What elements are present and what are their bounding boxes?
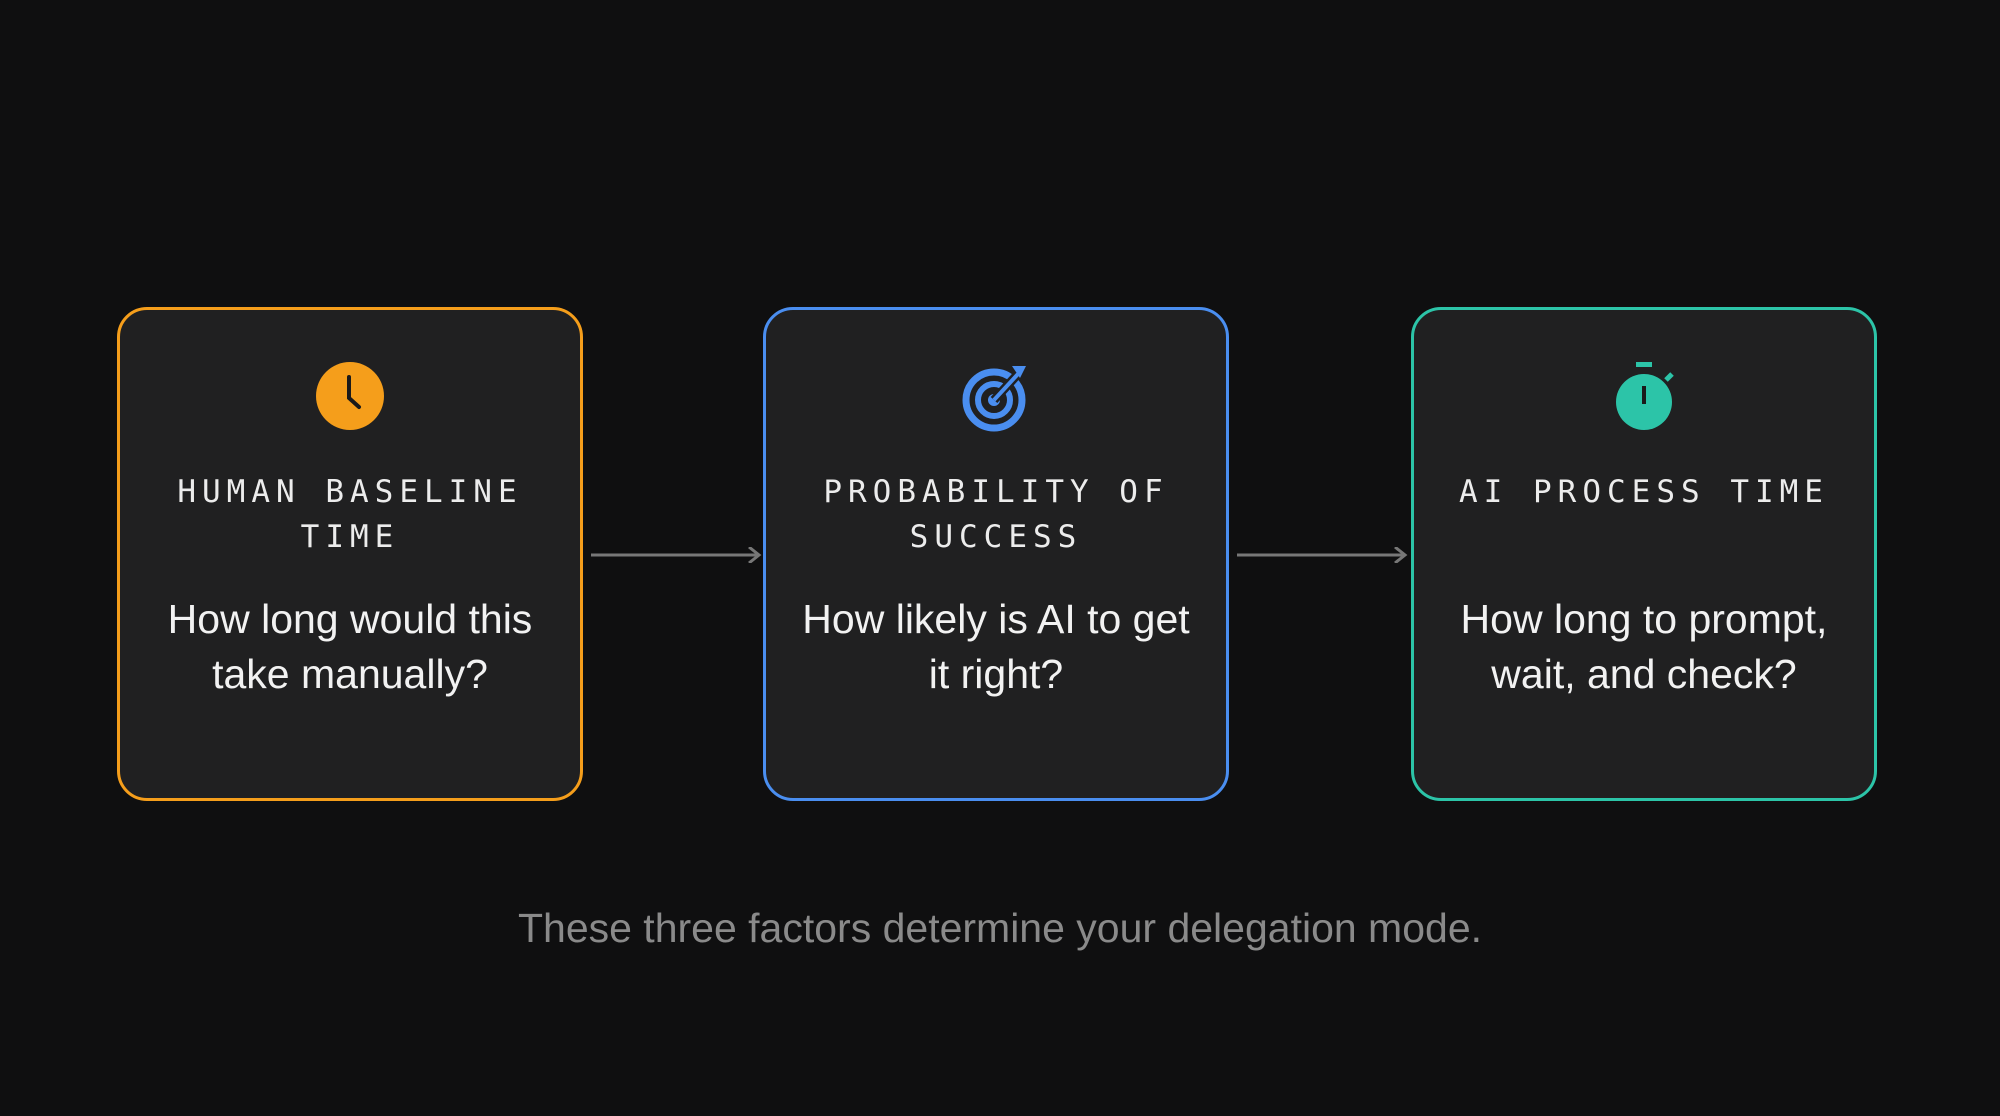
card-title: AI PROCESS TIME	[1459, 474, 1829, 510]
target-icon	[962, 366, 1026, 432]
arrow-right-icon	[591, 547, 762, 563]
footer-caption: These three factors determine your deleg…	[517, 905, 1483, 951]
card-question: How likely is AI to get it right?	[802, 596, 1190, 697]
card-title: PROBABILITY OF SUCCESS	[823, 474, 1169, 555]
card-human-baseline-time: HUMAN BASELINE TIME How long would this …	[117, 307, 583, 801]
card-probability-of-success: PROBABILITY OF SUCCESS How likely is AI …	[763, 307, 1229, 801]
card-question: How long to prompt, wait, and check?	[1460, 596, 1828, 697]
arrow-right-icon	[1237, 547, 1408, 563]
card-ai-process-time: AI PROCESS TIME How long to prompt, wait…	[1411, 307, 1877, 801]
card-question: How long would this take manually?	[167, 596, 533, 697]
card-title: HUMAN BASELINE TIME	[177, 474, 523, 555]
clock-icon	[316, 362, 384, 430]
stopwatch-icon	[1616, 362, 1674, 430]
